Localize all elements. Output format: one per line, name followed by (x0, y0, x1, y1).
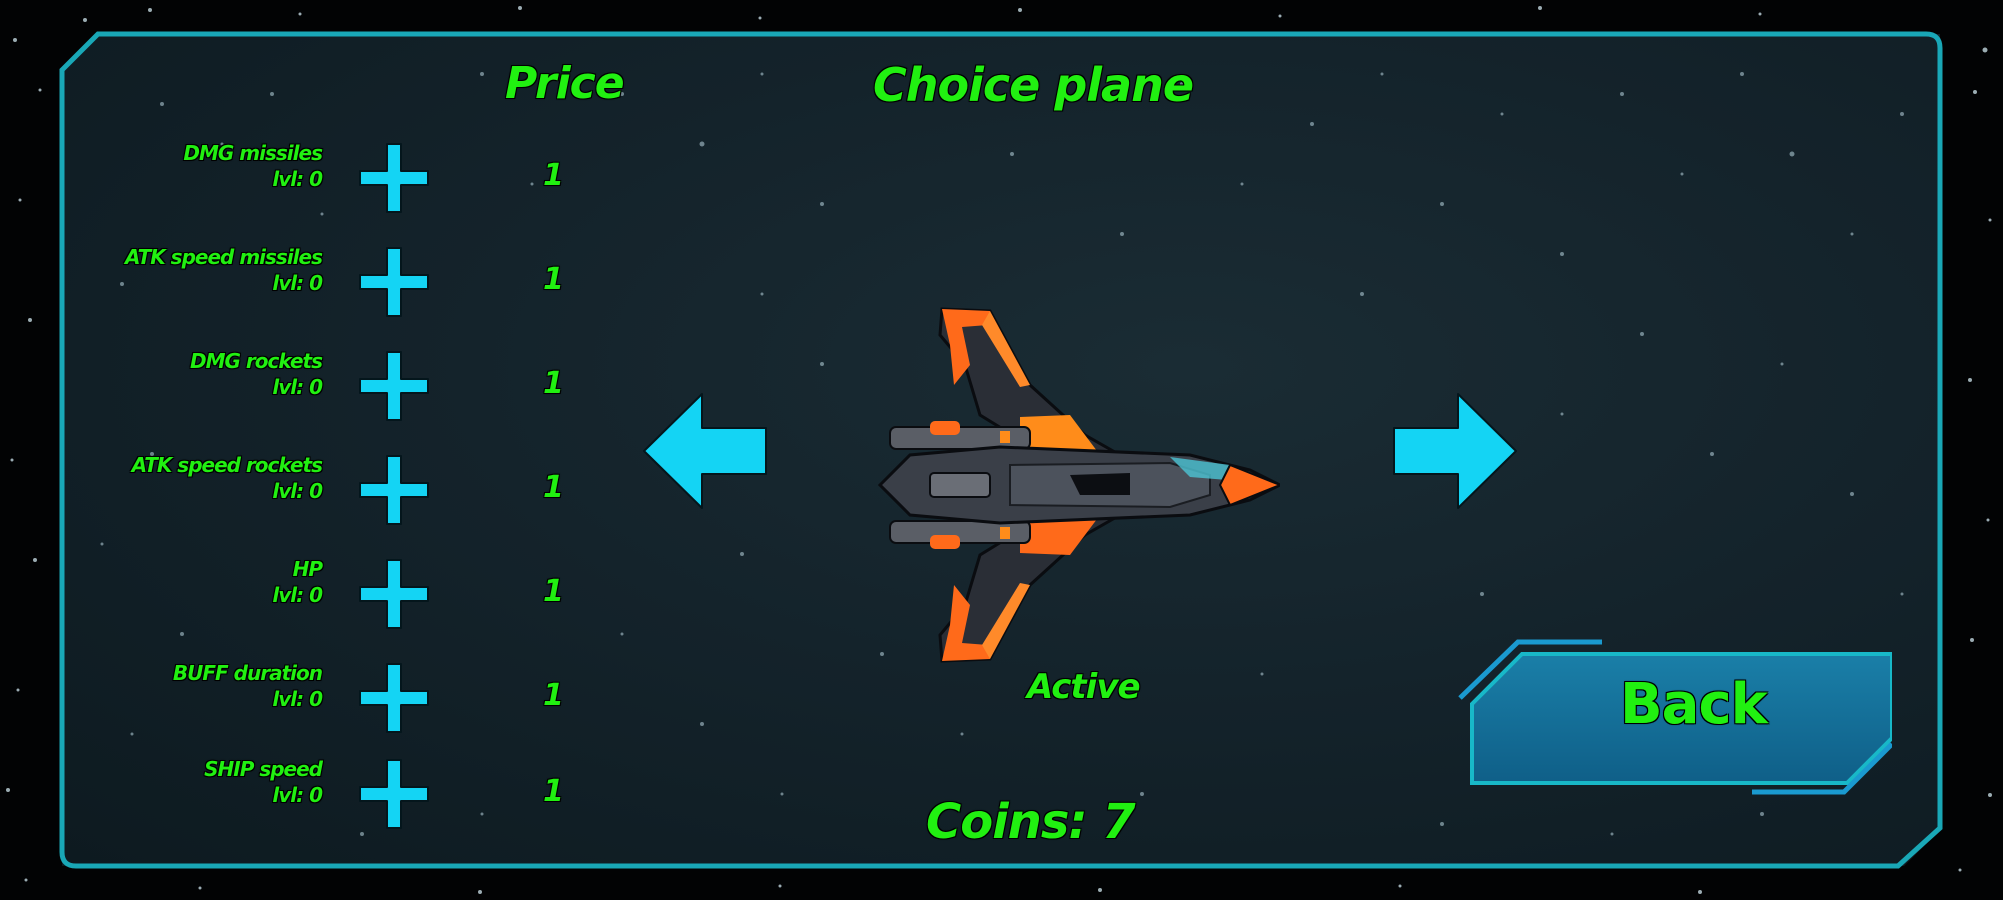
upgrade-price: 1 (543, 678, 564, 713)
upgrade-price: 1 (543, 574, 564, 609)
page-title: Choice plane (873, 58, 1194, 112)
plus-icon[interactable] (356, 244, 432, 320)
upgrade-price: 1 (543, 366, 564, 401)
plus-icon[interactable] (356, 556, 432, 632)
upgrade-price: 1 (543, 470, 564, 505)
upgrade-price: 1 (543, 774, 564, 809)
coins-counter: Coins: 7 (926, 794, 1136, 850)
spaceship-preview (877, 307, 1280, 663)
plus-icon[interactable] (356, 756, 432, 832)
price-column-header: Price (505, 58, 625, 109)
plane-status: Active (1027, 667, 1141, 707)
plus-icon[interactable] (356, 452, 432, 528)
plus-icon[interactable] (356, 140, 432, 216)
arrow-left-icon[interactable] (640, 390, 770, 512)
upgrade-price: 1 (543, 158, 564, 193)
back-button[interactable] (1452, 628, 1892, 798)
upgrade-price: 1 (543, 262, 564, 297)
back-button-label[interactable]: Back (1620, 672, 1768, 737)
plus-icon[interactable] (356, 348, 432, 424)
plus-icon[interactable] (356, 660, 432, 736)
arrow-right-icon[interactable] (1390, 390, 1520, 512)
